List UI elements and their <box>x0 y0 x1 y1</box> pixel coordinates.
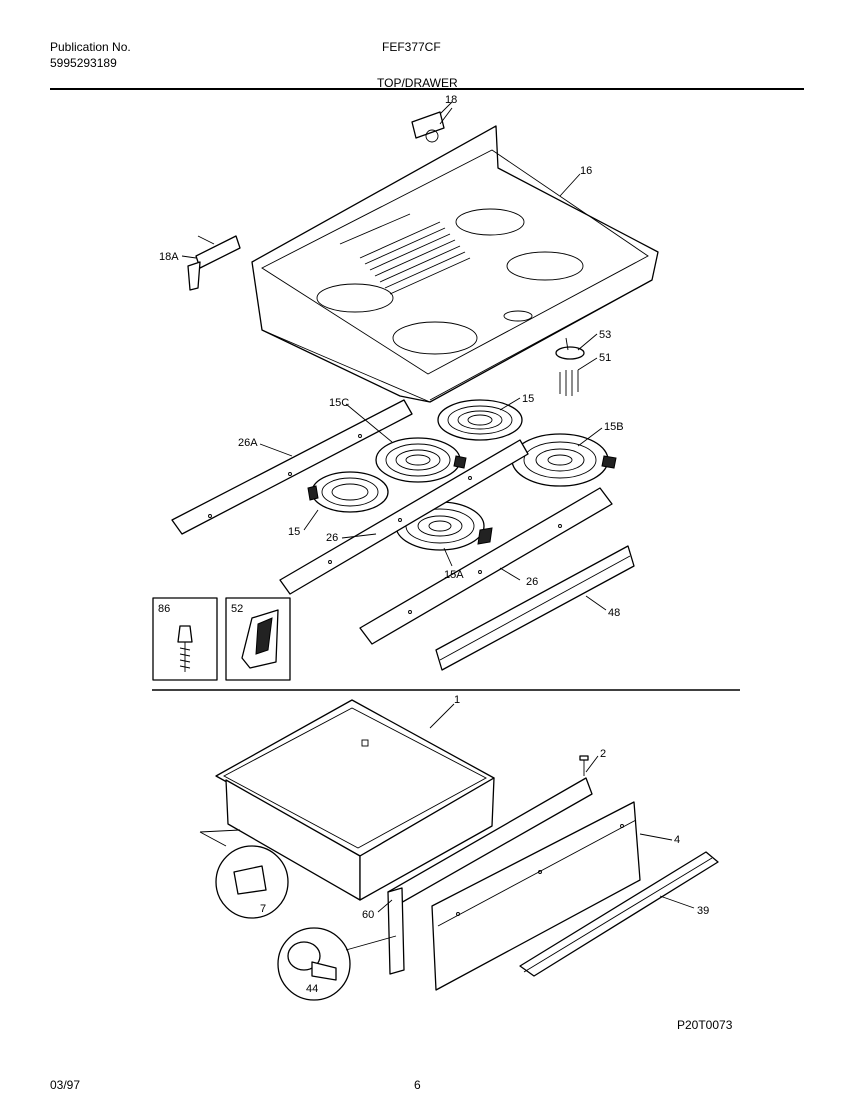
model-number: FEF377CF <box>382 40 441 54</box>
callout-15-left: 15 <box>288 526 300 538</box>
callout-15a: 15A <box>444 569 464 581</box>
callout-15b: 15B <box>604 421 624 433</box>
callout-18: 18 <box>445 94 457 106</box>
callout-44: 44 <box>306 983 318 995</box>
footer-date: 03/97 <box>50 1078 81 1092</box>
bracket-26-right <box>359 487 613 645</box>
callout-18a: 18A <box>159 251 179 263</box>
drawer-back-panel-60 <box>387 777 593 975</box>
publication-label: Publication No. <box>50 40 131 54</box>
element-15-left <box>307 471 389 513</box>
leader-lines <box>181 101 695 913</box>
inset-7 <box>199 829 289 919</box>
callout-26-right: 26 <box>526 576 538 588</box>
screw-2 <box>579 755 589 776</box>
element-15b <box>511 433 617 487</box>
callout-51: 51 <box>599 352 611 364</box>
callout-39: 39 <box>697 905 709 917</box>
callout-48: 48 <box>608 607 620 619</box>
callout-15c: 15C <box>329 397 349 409</box>
callout-26-left: 26 <box>326 532 338 544</box>
trim-48 <box>435 545 635 671</box>
cooktop-16 <box>251 125 659 403</box>
element-15-top <box>437 399 523 441</box>
callout-16: 16 <box>580 165 592 177</box>
callout-15-top: 15 <box>522 393 534 405</box>
callout-7: 7 <box>260 903 266 915</box>
inset-86 <box>152 597 218 681</box>
element-15c <box>375 437 467 483</box>
inset-52 <box>225 597 291 681</box>
bracket-18a <box>187 235 241 291</box>
bracket-26-left <box>279 439 529 595</box>
callout-1: 1 <box>454 694 460 706</box>
callout-86: 86 <box>158 603 170 615</box>
callout-4: 4 <box>674 834 680 846</box>
inset-44 <box>277 927 397 1001</box>
drawer-front-4 <box>431 801 641 991</box>
section-title: TOP/DRAWER <box>377 76 458 90</box>
header-rule <box>50 88 804 90</box>
part-51 <box>559 370 579 396</box>
part-53 <box>555 337 585 360</box>
drawer-box-1 <box>215 699 495 901</box>
callout-60: 60 <box>362 909 374 921</box>
publication-number: 5995293189 <box>50 56 117 70</box>
callout-52: 52 <box>231 603 243 615</box>
hinge-18 <box>411 107 453 143</box>
callout-53: 53 <box>599 329 611 341</box>
callout-26a: 26A <box>238 437 258 449</box>
drawer-handle-39 <box>519 851 719 977</box>
callout-2: 2 <box>600 748 606 760</box>
bracket-26a <box>171 399 413 535</box>
page-number: 6 <box>414 1078 421 1092</box>
diagram-code: P20T0073 <box>677 1018 733 1032</box>
